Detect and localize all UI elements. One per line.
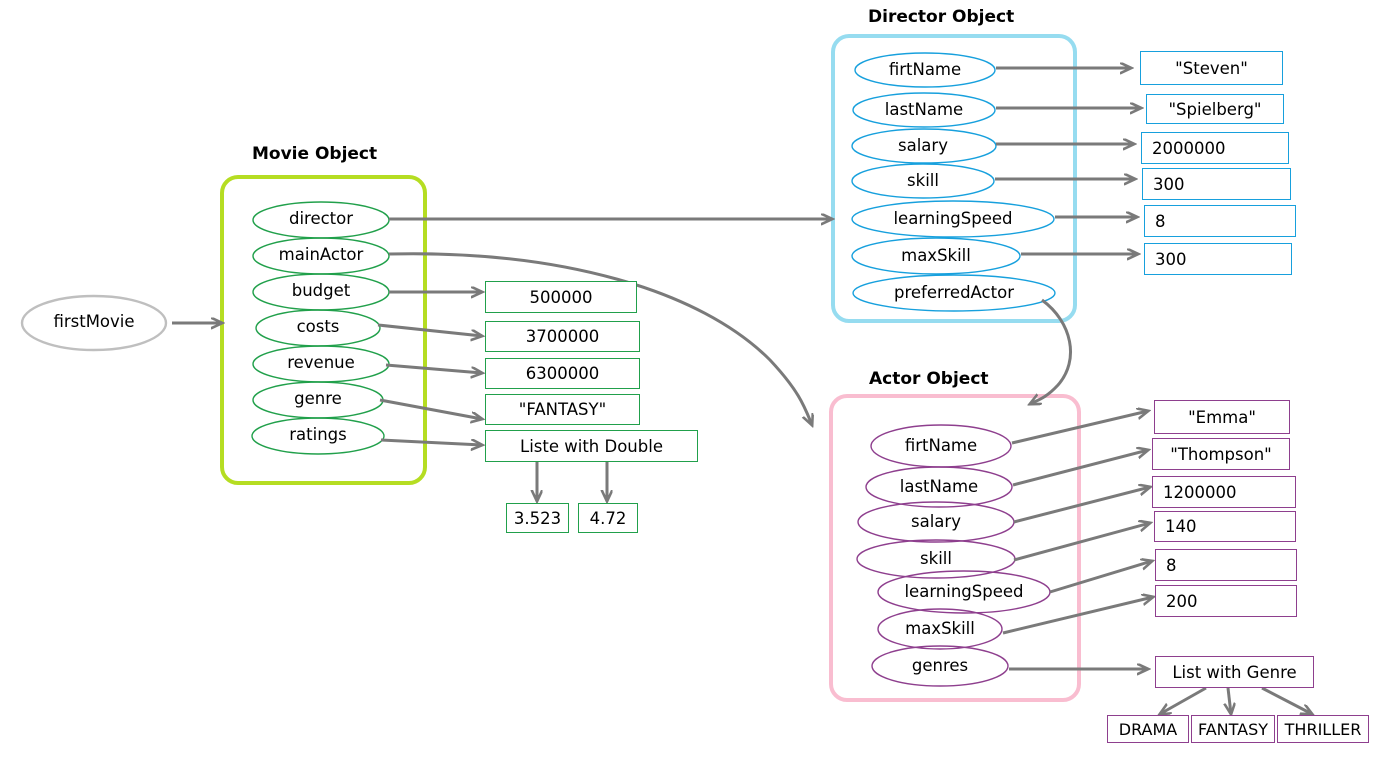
movie-value-box-revenue: 6300000 <box>485 358 640 389</box>
arrow-actor-lastName-to-value <box>1012 450 1148 487</box>
director-value-box-learningSpeed: 8 <box>1144 205 1296 237</box>
arrow-genre-item-3 <box>1261 686 1312 714</box>
director-value-box-salary: 2000000 <box>1141 132 1289 164</box>
arrow-actor-skill-to-value <box>1013 523 1150 562</box>
movie-field-label-mainActor: mainActor <box>278 245 364 264</box>
movie-field-label-budget: budget <box>291 281 351 300</box>
first-movie-label: firstMovie <box>53 312 135 331</box>
actor-genre-item-2: FANTASY <box>1191 715 1275 743</box>
movie-value-box-ratings-list: Liste with Double <box>485 430 698 462</box>
arrow-genre-item-2 <box>1228 687 1231 714</box>
director-value-box-maxSkill: 300 <box>1144 243 1292 275</box>
actor-value-box-maxSkill: 200 <box>1155 585 1297 617</box>
director-field-label-firtName: firtName <box>888 60 962 79</box>
director-object-title: Director Object <box>868 7 1015 27</box>
director-value-box-skill: 300 <box>1142 168 1291 200</box>
movie-field-label-director: director <box>288 209 354 228</box>
movie-field-label-costs: costs <box>296 317 340 336</box>
movie-value-box-costs: 3700000 <box>485 321 640 352</box>
arrow-actor-firtName-to-value <box>1011 411 1148 445</box>
movie-object-title: Movie Object <box>252 144 378 164</box>
actor-value-box-lastName: "Thompson" <box>1152 438 1290 470</box>
actor-object-title: Actor Object <box>869 369 989 389</box>
director-field-label-learningSpeed: learningSpeed <box>893 209 1013 228</box>
actor-field-label-learningSpeed: learningSpeed <box>904 582 1024 601</box>
director-field-label-maxSkill: maxSkill <box>901 246 971 265</box>
movie-value-box-genre: "FANTASY" <box>485 394 640 425</box>
actor-genre-item-1: DRAMA <box>1107 715 1189 743</box>
movie-field-label-ratings: ratings <box>289 425 347 444</box>
actor-genre-list-box: List with Genre <box>1155 656 1314 688</box>
movie-value-box-budget: 500000 <box>485 281 637 313</box>
arrow-actor-salary-to-value <box>1013 487 1150 524</box>
arrow-ratings-to-value <box>380 438 482 445</box>
actor-field-label-lastName: lastName <box>899 477 979 496</box>
director-field-label-preferredActor: preferredActor <box>894 283 1014 302</box>
actor-value-box-firtName: "Emma" <box>1154 400 1290 434</box>
actor-field-label-skill: skill <box>920 549 952 568</box>
director-field-label-skill: skill <box>907 171 939 190</box>
actor-field-label-salary: salary <box>911 512 961 531</box>
director-value-box-firtName: "Steven" <box>1140 51 1283 85</box>
arrow-actor-maxSkill-to-value <box>1002 597 1153 635</box>
arrow-costs-to-value <box>377 323 482 336</box>
actor-value-box-skill: 140 <box>1154 511 1296 542</box>
actor-field-label-genres: genres <box>911 656 969 675</box>
arrow-preferredactor-to-actor-object <box>1030 298 1072 404</box>
arrow-genre-to-value <box>379 398 482 419</box>
actor-value-box-salary: 1200000 <box>1152 476 1296 508</box>
movie-ratings-item-2: 4.72 <box>578 503 638 533</box>
actor-genre-item-3: THRILLER <box>1277 715 1369 743</box>
movie-field-label-genre: genre <box>294 389 342 408</box>
arrow-actor-learningSpeed-to-value <box>1049 561 1152 594</box>
movie-ratings-item-1: 3.523 <box>506 503 569 533</box>
movie-field-label-revenue: revenue <box>287 353 355 372</box>
director-value-box-lastName: "Spielberg" <box>1146 94 1284 124</box>
arrow-revenue-to-value <box>385 363 482 373</box>
actor-field-label-firtName: firtName <box>904 436 978 455</box>
actor-field-label-maxSkill: maxSkill <box>905 619 975 638</box>
arrow-genre-item-1 <box>1160 686 1207 714</box>
director-field-label-lastName: lastName <box>884 100 964 119</box>
director-field-label-salary: salary <box>898 136 948 155</box>
actor-value-box-learningSpeed: 8 <box>1155 549 1297 581</box>
